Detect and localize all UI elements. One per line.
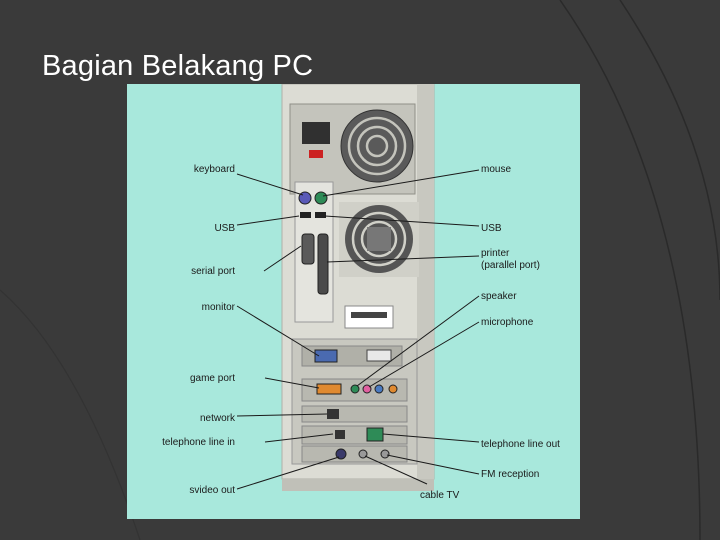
mouse-port (314, 191, 328, 205)
label-telephone-line-in: telephone line in (162, 437, 235, 448)
label-fm-reception: FM reception (481, 469, 540, 480)
label-monitor: monitor (201, 302, 235, 313)
label-printer: printer (481, 248, 510, 259)
usb-port-1 (300, 212, 311, 218)
label-usb-right: USB (481, 223, 502, 234)
case-foot (282, 479, 434, 491)
svideo-port (335, 448, 347, 460)
line-in-jack (374, 384, 384, 394)
game-port (316, 383, 342, 395)
vga-port (314, 349, 338, 363)
fm-port (380, 449, 390, 459)
phone-line-in-port (335, 430, 345, 439)
pc-case-shadow (417, 84, 434, 479)
label-mouse: mouse (481, 164, 512, 175)
label-serial-port: serial port (191, 266, 235, 277)
pc-back-figure: keyboard USB serial port monitor game po… (127, 84, 580, 519)
label-microphone: microphone (481, 317, 534, 328)
tv-card (301, 445, 408, 463)
usb-port-2 (315, 212, 326, 218)
label-usb-left: USB (214, 223, 235, 234)
slide-title: Bagian Belakang PC (42, 50, 314, 82)
label-parallel-port: (parallel port) (481, 260, 540, 271)
label-speaker: speaker (481, 291, 517, 302)
dvi-port (366, 349, 392, 362)
label-cable-tv: cable TV (420, 490, 460, 501)
serial-port (301, 233, 315, 265)
parallel-port (317, 233, 329, 295)
speaker-jack (350, 384, 360, 394)
label-keyboard: keyboard (193, 164, 235, 175)
phone-line-out-port (366, 427, 384, 442)
power-switch (309, 150, 323, 158)
label-telephone-line-out: telephone line out (481, 439, 560, 450)
label-game-port: game port (189, 373, 235, 384)
network-port (327, 409, 339, 419)
label-svideo-out: svideo out (189, 485, 235, 496)
power-socket (302, 122, 330, 144)
pc-back-illustration (236, 84, 480, 491)
label-network: network (199, 413, 235, 424)
psu-fan (340, 109, 414, 183)
extra-jack (388, 384, 398, 394)
